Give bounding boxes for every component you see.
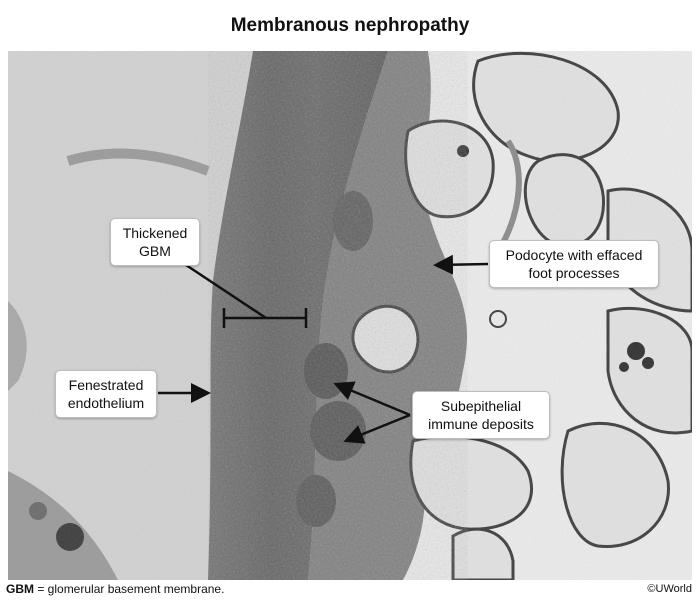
label-endothelium-line2: endothelium bbox=[67, 395, 145, 411]
label-fenestrated-endothelium: Fenestrated endothelium bbox=[55, 370, 157, 418]
label-subepithelial-line1: Subepithelial bbox=[440, 398, 522, 414]
copyright-notice: ©UWorld bbox=[647, 583, 692, 595]
label-thickened-gbm: Thickened GBM bbox=[110, 218, 200, 266]
label-podocyte-line1: Podocyte with effaced bbox=[505, 247, 643, 263]
abbreviation-footnote: GBM = glomerular basement membrane. bbox=[6, 582, 224, 596]
label-thickened-gbm-line1: Thickened bbox=[122, 225, 188, 241]
figure-title: Membranous nephropathy bbox=[230, 15, 470, 36]
label-podocyte-line2: foot processes bbox=[528, 265, 620, 281]
label-podocyte: Podocyte with effaced foot processes bbox=[489, 240, 659, 288]
label-subepithelial-deposits: Subepithelial immune deposits bbox=[412, 391, 550, 439]
label-subepithelial-line2: immune deposits bbox=[428, 416, 534, 432]
electron-micrograph bbox=[8, 51, 692, 580]
footnote-text: = glomerular basement membrane. bbox=[34, 582, 225, 596]
label-endothelium-line1: Fenestrated bbox=[68, 377, 144, 393]
label-thickened-gbm-line2: GBM bbox=[139, 243, 171, 259]
footnote-abbr: GBM bbox=[6, 582, 34, 596]
